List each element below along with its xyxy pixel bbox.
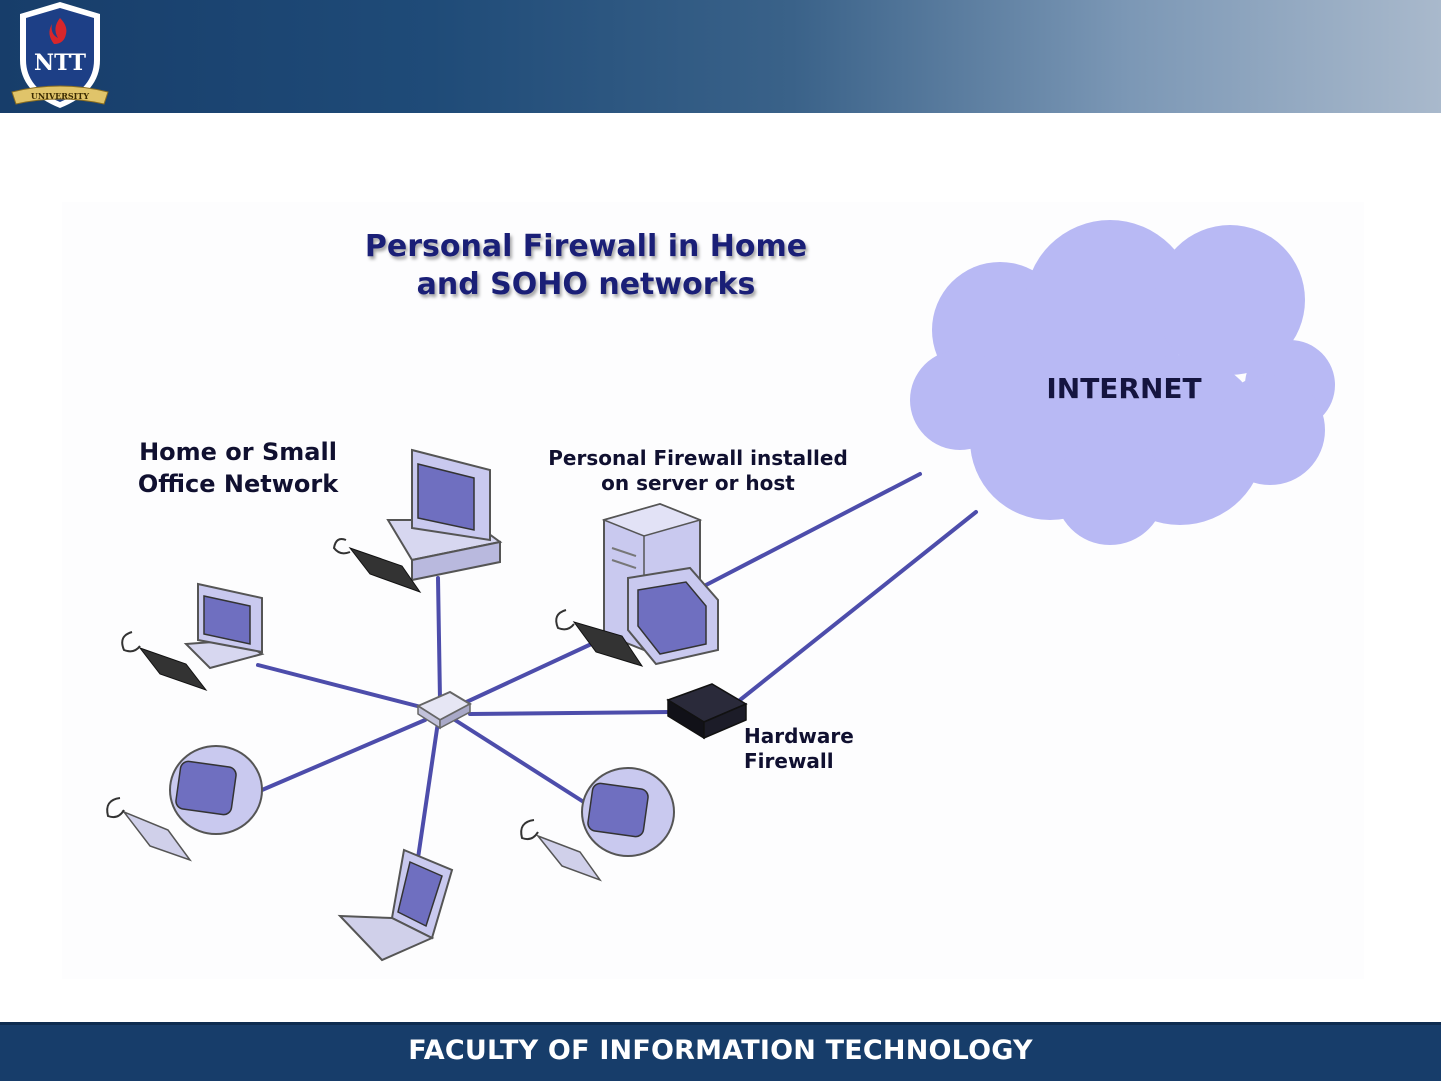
personal-firewall-label: Personal Firewall installed on server or… [520,446,876,496]
hardware-firewall-icon [668,684,746,738]
hardware-firewall-line-2: Firewall [744,749,854,774]
title-line-1: Personal Firewall in Home [286,228,886,266]
home-network-line-2: Office Network [108,468,368,500]
title-line-2: and SOHO networks [286,266,886,304]
hardware-firewall-line-1: Hardware [744,724,854,749]
personal-firewall-line-1: Personal Firewall installed [520,446,876,471]
link-desktop-top [438,578,440,700]
link-desktop-left [258,665,425,708]
footer-text: FACULTY OF INFORMATION TECHNOLOGY [0,1035,1441,1066]
link-laptop [418,722,438,858]
home-network-label: Home or Small Office Network [108,436,368,500]
imac-computer-icon [521,768,674,880]
link-hardware-firewall [470,712,670,714]
link-server [460,640,600,705]
desktop-computer-icon [122,584,262,690]
footer-bar: FACULTY OF INFORMATION TECHNOLOGY [0,1022,1441,1081]
server-computer-icon [556,504,718,666]
home-network-line-1: Home or Small [108,436,368,468]
internet-label: INTERNET [1014,372,1234,405]
imac-computer-icon [107,746,262,860]
personal-firewall-line-2: on server or host [520,471,876,496]
link-firewall-internet [740,512,976,700]
link-imac-right [455,720,590,806]
laptop-computer-icon [340,850,452,960]
hardware-firewall-label: Hardware Firewall [744,724,854,774]
diagram-title: Personal Firewall in Home and SOHO netwo… [286,228,886,304]
link-imac-left [262,720,425,790]
